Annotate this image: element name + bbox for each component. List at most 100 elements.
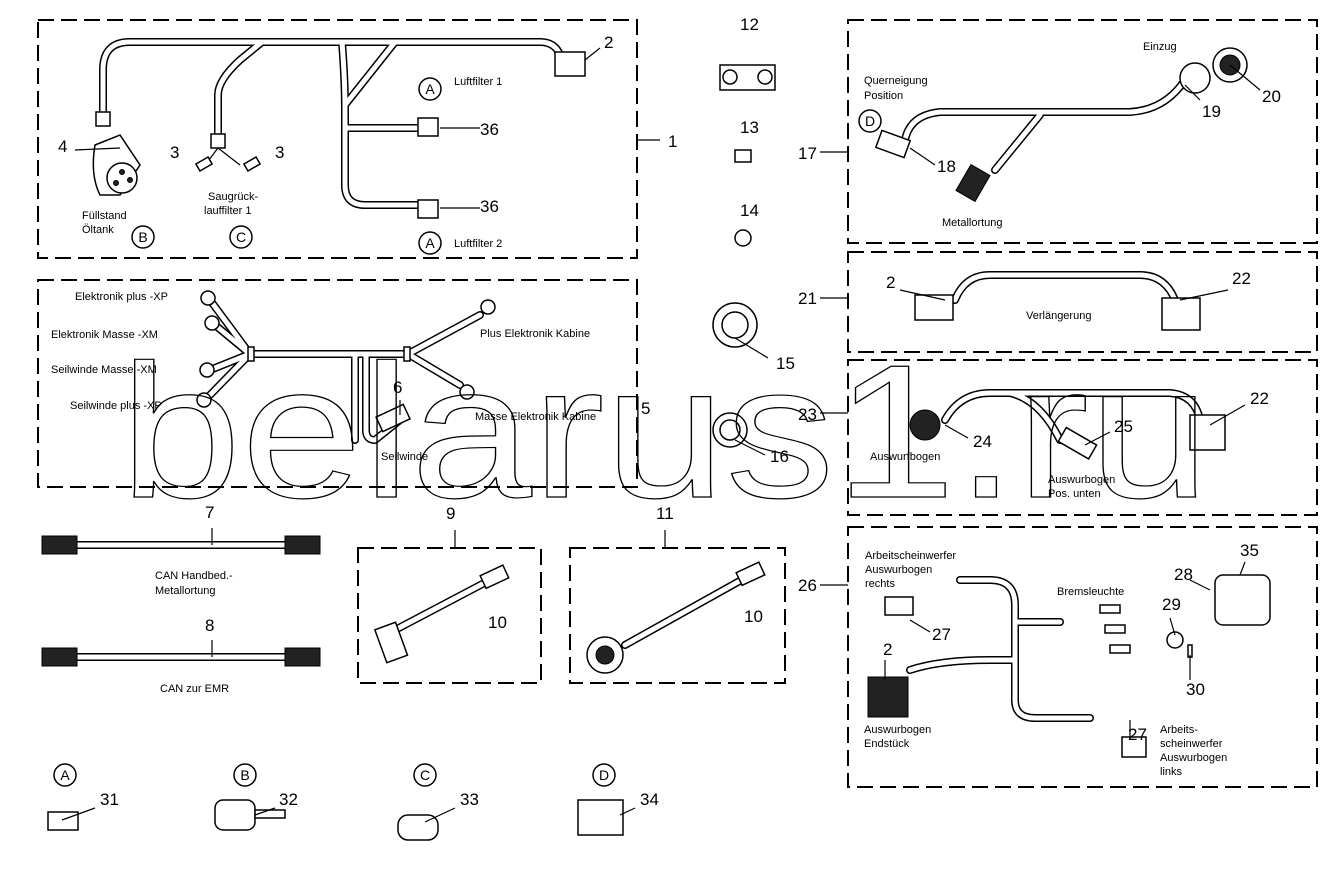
part-label: Arbeits-	[1160, 724, 1198, 736]
letter-marker: D	[599, 767, 609, 783]
harness-21	[914, 271, 1201, 331]
callout-number: 3	[275, 143, 284, 162]
callout-number: 2	[883, 640, 892, 659]
parts-12-16	[712, 64, 776, 448]
callout-number: 12	[740, 15, 759, 34]
part-label: Querneigung	[864, 75, 928, 87]
callout-number: 6	[393, 378, 402, 397]
part-label: Masse Elektronik Kabine	[475, 411, 596, 423]
harness-5	[196, 290, 496, 444]
part-label: Plus Elektronik Kabine	[480, 328, 590, 340]
cables-7-8	[41, 535, 321, 667]
callout-number: 34	[640, 790, 659, 809]
callout-number: 10	[488, 613, 507, 632]
letter-marker: B	[240, 767, 249, 783]
group-box-5	[37, 279, 638, 488]
callout-number: 36	[480, 120, 499, 139]
callout-number: 29	[1162, 595, 1181, 614]
callout-number: 2	[886, 273, 895, 292]
callout-number: 21	[798, 289, 817, 308]
callout-number: 4	[58, 137, 67, 156]
callout-number: 27	[932, 625, 951, 644]
part-label: Elektronik plus -XP	[75, 291, 168, 303]
callout-number: 26	[798, 576, 817, 595]
letter-marker: A	[425, 235, 435, 251]
group-box-17	[847, 19, 1318, 244]
part-label: rechts	[865, 578, 895, 590]
part-label: Auswurbogen	[1160, 752, 1227, 764]
letter-marker: C	[420, 767, 430, 783]
part-label: Metallortung	[155, 585, 216, 597]
callout-number: 14	[740, 201, 759, 220]
group-box-9	[357, 547, 542, 684]
callout-number: 16	[770, 447, 789, 466]
callout-number: 33	[460, 790, 479, 809]
part-label: CAN zur EMR	[160, 683, 229, 695]
callout-number: 35	[1240, 541, 1259, 560]
callout-number: 17	[798, 144, 817, 163]
part-labels: Luftfilter 1 Luftfilter 2 Füllstand Ölta…	[51, 41, 1227, 778]
part-label: Pos. unten	[1048, 488, 1101, 500]
part-label: Verlängerung	[1026, 310, 1091, 322]
part-label: Luftfilter 1	[454, 76, 502, 88]
part-label: Füllstand	[82, 210, 127, 222]
callout-number: 30	[1186, 680, 1205, 699]
callout-number: 25	[1114, 417, 1133, 436]
callout-number: 15	[776, 354, 795, 373]
part-label: Auswurbogen	[1048, 474, 1115, 486]
callout-number: 1	[668, 132, 677, 151]
part-label: Auswurbogen	[864, 724, 931, 736]
part-label: links	[1160, 766, 1183, 778]
harness-23	[909, 389, 1226, 460]
callout-number: 2	[604, 33, 613, 52]
part-label: lauffilter 1	[204, 205, 252, 217]
letter-marker: A	[425, 81, 435, 97]
leader-lines	[61, 47, 1261, 823]
letter-marker: C	[236, 229, 246, 245]
part-label: Auswurbogen	[865, 564, 932, 576]
callout-number: 7	[205, 503, 214, 522]
callout-number: 27	[1128, 725, 1147, 744]
harness-17	[874, 47, 1248, 203]
letter-marker: D	[865, 113, 875, 129]
harness-1	[92, 38, 586, 219]
group-box-21	[847, 251, 1318, 353]
parts-31-34	[47, 799, 624, 841]
harness-26	[867, 574, 1271, 758]
part-label: Position	[864, 90, 903, 102]
part-label: CAN Handbed.-	[155, 570, 233, 582]
callout-number: 11	[656, 504, 674, 523]
letter-markers: A B C A D A B C D	[53, 77, 882, 787]
callout-number: 32	[279, 790, 298, 809]
callout-numbers: 1 2 3 3 4 36 36 5 6 7 8 9 10 11 10 12 13…	[58, 15, 1281, 809]
part-label: Metallortung	[942, 217, 1003, 229]
part-label: Saugrück-	[208, 191, 258, 203]
group-box-23	[847, 359, 1318, 516]
part-label: Endstück	[864, 738, 910, 750]
callout-number: 31	[100, 790, 119, 809]
part-label: Auswurfbogen	[870, 451, 940, 463]
part-label: Seilwinde	[381, 451, 428, 463]
callout-number: 18	[937, 157, 956, 176]
callout-number: 19	[1202, 102, 1221, 121]
group-box-11	[569, 547, 786, 684]
part-label: Luftfilter 2	[454, 238, 502, 250]
callout-number: 36	[480, 197, 499, 216]
callout-number: 23	[798, 405, 817, 424]
group-box-26	[847, 526, 1318, 788]
letter-marker: A	[60, 767, 70, 783]
part-label: Seilwinde Masse -XM	[51, 364, 157, 376]
part-label: Seilwinde plus -XP	[70, 400, 162, 412]
callout-number: 13	[740, 118, 759, 137]
part-label: Öltank	[82, 224, 114, 236]
callout-number: 22	[1232, 269, 1251, 288]
watermark: belarus1.ru	[120, 326, 1210, 538]
callout-number: 22	[1250, 389, 1269, 408]
callout-number: 24	[973, 432, 992, 451]
callout-number: 10	[744, 607, 763, 626]
part-label: scheinwerfer	[1160, 738, 1223, 750]
letter-marker: B	[138, 229, 147, 245]
callout-number: 5	[641, 399, 650, 418]
part-label: Bremsleuchte	[1057, 586, 1124, 598]
